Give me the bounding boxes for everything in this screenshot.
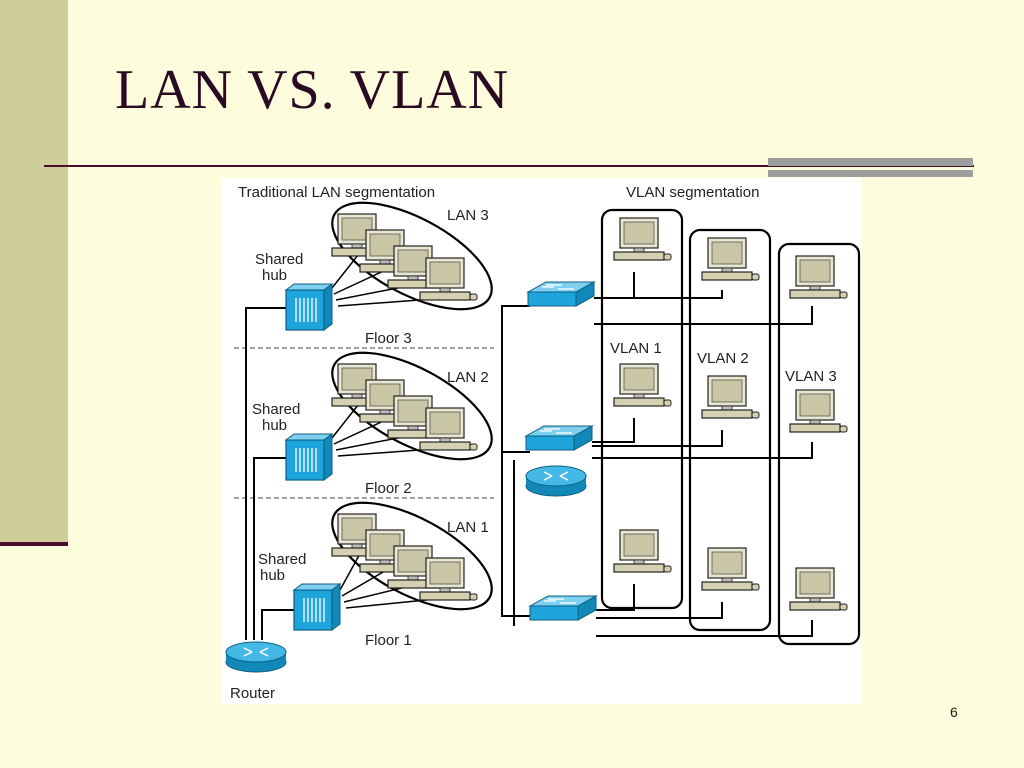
shared-hub-label: hub (260, 567, 285, 584)
router-icon (225, 641, 287, 673)
floor1-label: Floor 1 (365, 632, 412, 649)
lan3-ellipse (331, 201, 493, 311)
pc-icon (789, 567, 848, 611)
pc-icon (419, 257, 478, 301)
floor2-label: Floor 2 (365, 480, 412, 497)
left-accent-bar (0, 0, 68, 545)
vlan2-label: VLAN 2 (697, 350, 749, 367)
pc-icon (419, 407, 478, 451)
shared-hub-icon (285, 283, 333, 331)
title-divider (44, 165, 974, 167)
pc-icon (701, 547, 760, 591)
vlan3-group (777, 242, 861, 646)
pc-icon (613, 529, 672, 573)
pc-icon (701, 375, 760, 419)
router-icon (525, 465, 587, 497)
floor3-label: Floor 3 (365, 330, 412, 347)
shared-hub-label: Shared (258, 551, 306, 568)
lan-vs-vlan-diagram: Traditional LAN segmentation LAN 3 Share… (222, 178, 862, 704)
switch-icon (529, 595, 597, 621)
pc-icon (419, 557, 478, 601)
router-uplinks (245, 307, 294, 640)
lan3-label: LAN 3 (447, 207, 489, 224)
vlan-links (501, 272, 813, 637)
switch-icon (527, 281, 595, 307)
vlan1-label: VLAN 1 (610, 340, 662, 357)
pc-icon (613, 217, 672, 261)
slide-title: LAN VS. VLAN (115, 59, 510, 121)
vlan2-group (688, 228, 772, 632)
traditional-lan-title: Traditional LAN segmentation (238, 184, 435, 201)
shared-hub-label: Shared (255, 251, 303, 268)
page-number: 6 (950, 704, 958, 720)
lan1-label: LAN 1 (447, 519, 489, 536)
pc-icon (701, 237, 760, 281)
title-divider-accent-bottom (768, 170, 973, 177)
pc-icon (789, 389, 848, 433)
vlan-segmentation-title: VLAN segmentation (626, 184, 759, 201)
pc-icon (789, 255, 848, 299)
shared-hub-label: hub (262, 417, 287, 434)
vlan1-group (600, 208, 684, 610)
lan2-label: LAN 2 (447, 369, 489, 386)
left-accent-underline (0, 542, 68, 546)
pc-icon (613, 363, 672, 407)
shared-hub-icon (293, 583, 341, 631)
router-label: Router (230, 685, 275, 702)
lan2-ellipse (331, 351, 493, 461)
vlan3-label: VLAN 3 (785, 368, 837, 385)
shared-hub-label: hub (262, 267, 287, 284)
shared-hub-label: Shared (252, 401, 300, 418)
shared-hub-icon (285, 433, 333, 481)
title-divider-accent-top (768, 158, 973, 166)
switch-icon (525, 425, 593, 451)
